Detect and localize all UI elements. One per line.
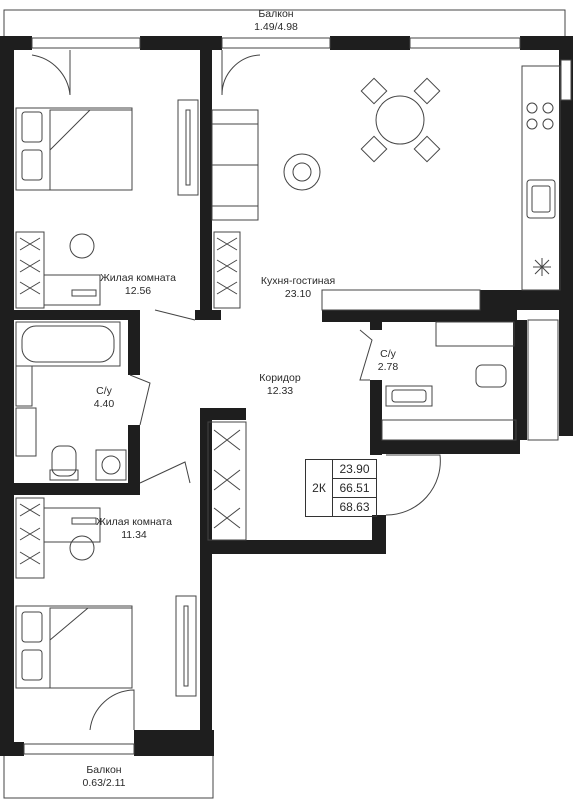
walls xyxy=(0,36,573,756)
stove-icon xyxy=(526,102,554,130)
washing-machine-icon xyxy=(95,449,127,481)
room-label-bedroom-1: Жилая комната 12.56 xyxy=(100,272,176,297)
living-area: 23.90 xyxy=(333,460,376,479)
fridge-icon xyxy=(533,258,551,276)
dining-table-icon xyxy=(360,77,441,163)
door-icon xyxy=(31,50,441,731)
windows xyxy=(23,37,572,755)
bathtub-icon xyxy=(15,321,121,367)
room-label-kitchen-living: Кухня-гостиная 23.10 xyxy=(260,275,336,300)
kitchen-counter xyxy=(521,65,561,291)
apartment-type: 2К xyxy=(306,460,333,516)
room-label-balcony-top: Балкон 1.49/4.98 xyxy=(254,8,298,33)
sofa-icon xyxy=(211,109,259,221)
bed-icon xyxy=(15,107,133,191)
balcony-bottom xyxy=(3,755,214,799)
room-label-corridor: Коридор 12.33 xyxy=(259,372,301,397)
toilet-icon xyxy=(49,445,79,481)
corridor-wardrobe xyxy=(207,421,247,541)
room-label-bathroom-2: С/у 2.78 xyxy=(377,348,399,373)
tv-icon xyxy=(177,99,199,196)
balcony-top xyxy=(3,9,566,36)
bathroom-2-fixtures xyxy=(381,319,559,441)
total-area: 66.51 xyxy=(333,479,376,498)
desk-icon xyxy=(43,233,101,306)
room-label-balcony-bottom: Балкон 0.63/2.11 xyxy=(82,764,126,789)
wardrobe-icon xyxy=(15,231,241,309)
wardrobe-icon xyxy=(15,497,45,579)
room-label-bathroom-1: С/у 4.40 xyxy=(93,385,115,410)
total-area-with-balcony: 68.63 xyxy=(339,500,370,514)
coffee-table-icon xyxy=(283,153,321,191)
kitchen-divider xyxy=(321,289,481,311)
apartment-summary: 2К 23.90 66.51 68.63 xyxy=(305,459,377,517)
room-label-bedroom-2: Жилая комната 11.34 xyxy=(96,516,172,541)
bed-icon xyxy=(15,605,133,689)
desk-icon xyxy=(43,507,101,561)
tv-icon xyxy=(175,595,197,697)
sink-icon xyxy=(526,179,556,219)
bathroom-1-sink xyxy=(15,365,37,457)
